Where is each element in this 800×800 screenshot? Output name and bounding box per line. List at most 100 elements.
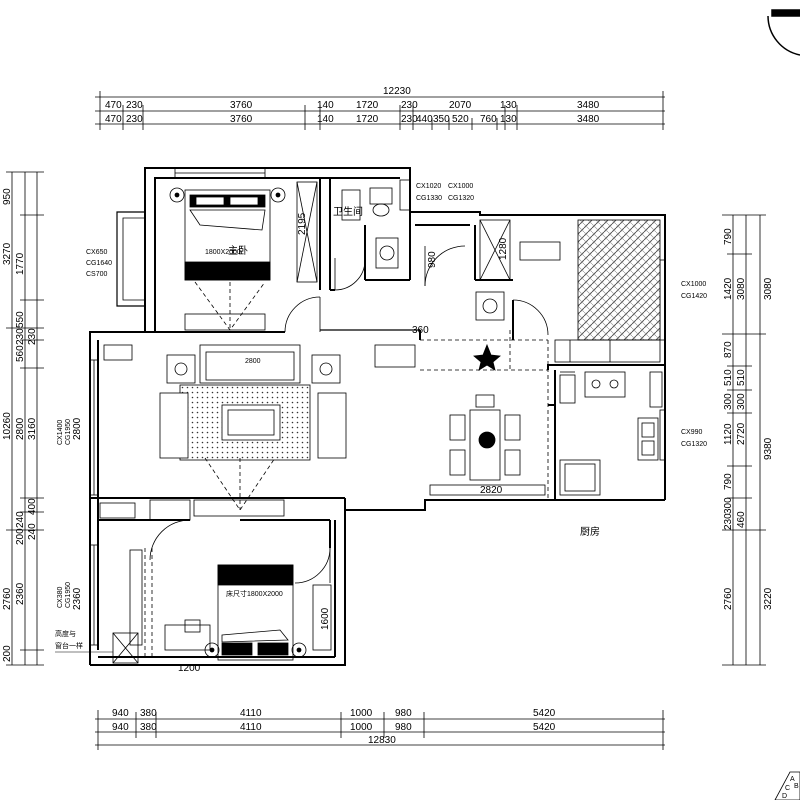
- top-row1-dims: 470 230 3760 140 1720 230 2070 130 3480: [105, 100, 600, 111]
- dim-label: 350: [433, 114, 450, 125]
- dim-label: 10260: [2, 412, 13, 440]
- top-total-dim: 12230: [383, 86, 411, 97]
- window-code: CX1000: [681, 281, 706, 288]
- dim-label: 510: [736, 369, 747, 386]
- walls: [89, 167, 666, 666]
- dim-label: 400: [27, 498, 38, 515]
- left-inner-dims: 1770 550 230 560 2800 240 200 2360: [15, 252, 26, 605]
- circulation-lines: [144, 281, 549, 657]
- dim-label: 3270: [2, 242, 13, 265]
- dim-label: 980: [395, 708, 412, 719]
- dim-label: 3160: [27, 417, 38, 440]
- height-note-line2: 窗台一样: [55, 641, 83, 650]
- dim-label: 470: [105, 114, 122, 125]
- window-code: CG1330: [416, 195, 442, 202]
- dim-label: 140: [317, 100, 334, 111]
- room-label-bedroom1: 主卧: [228, 244, 248, 257]
- bathroom-fixtures: [341, 187, 511, 321]
- dim-label: 130: [500, 114, 517, 125]
- dim-label: 380: [140, 708, 157, 719]
- stamp-letter: C: [785, 785, 790, 792]
- window-code: CG1420: [681, 293, 707, 300]
- dim-label: 1770: [15, 252, 26, 275]
- left-dimension-lines: [6, 171, 44, 666]
- living-furniture: [99, 344, 347, 521]
- kitchen-fixtures: [559, 371, 663, 496]
- bottom-row1-dims: 940 380 4110 1000 980 5420: [112, 708, 556, 719]
- dim-label: 3080: [763, 277, 774, 300]
- dim-label: 790: [723, 473, 734, 490]
- dim-label: 940: [112, 722, 129, 733]
- window-code: CX1400: [57, 420, 64, 445]
- ne-room-furniture: [374, 241, 661, 368]
- window-code: CX1020: [416, 183, 441, 190]
- dim-label: 940: [112, 708, 129, 719]
- dim-label: 870: [723, 341, 734, 358]
- corner-stamp: A B C D: [774, 771, 800, 800]
- master-bed-caption: 1800X2000: [205, 249, 241, 256]
- dim-label: 380: [140, 722, 157, 733]
- dim-label: 2070: [449, 100, 472, 111]
- dim-label: 980: [427, 251, 438, 268]
- dim-label: 1000: [350, 722, 373, 733]
- second-bed-caption: 床尺寸1800X2000: [226, 589, 283, 598]
- dim-label: 470: [105, 100, 122, 111]
- dim-label: 790: [723, 228, 734, 245]
- dim-label: 5420: [533, 708, 556, 719]
- window-code: CG1320: [681, 441, 707, 448]
- dim-label: 3480: [577, 100, 600, 111]
- stamp-letter: B: [794, 783, 799, 790]
- dim-label: 240: [15, 511, 26, 528]
- dim-label: 550: [15, 311, 26, 328]
- dim-label: 230: [126, 100, 143, 111]
- window-code: CS700: [86, 271, 108, 278]
- doors: [149, 245, 549, 584]
- dim-label: 4110: [240, 708, 262, 719]
- bottom-row2-dims: 940 380 4110 1000 980 5420: [112, 722, 556, 733]
- left-outer-dims: 950 3270 10260 2760 200: [2, 188, 13, 662]
- second-bed: [112, 549, 332, 664]
- sofa-caption: 2800: [245, 358, 261, 365]
- dim-label: 1720: [356, 114, 379, 125]
- dim-label: 2195: [297, 212, 308, 235]
- window-code: CX1000: [448, 183, 473, 190]
- ne-room-rug: [577, 219, 661, 341]
- right-dimension-lines: [722, 214, 766, 666]
- dim-label: 2800: [15, 417, 26, 440]
- dim-label: 440: [416, 114, 433, 125]
- window-codes: CX1020 CG1330 CX1000 CG1320 CX650 CG1640…: [57, 183, 707, 608]
- dim-label: 140: [317, 114, 334, 125]
- dim-label: 3760: [230, 100, 253, 111]
- stamp-letter: A: [790, 776, 795, 783]
- height-note-line1: 高度与: [55, 629, 76, 638]
- interior-dims: 360 2195 980 1280 2820 1600 1200 2800 23…: [72, 212, 509, 674]
- bottom-total-dim: 12830: [368, 735, 396, 746]
- dim-label: 2820: [480, 485, 503, 496]
- dim-label: 230: [126, 114, 143, 125]
- master-bed: [169, 181, 318, 331]
- dim-label: 1720: [356, 100, 379, 111]
- stamp-letter: D: [782, 793, 787, 800]
- dim-label: 200: [2, 645, 13, 662]
- dim-label: 1200: [178, 663, 201, 674]
- window-code: CG1950: [65, 582, 72, 608]
- dining-table: [429, 343, 546, 496]
- dim-label: 1120: [723, 423, 734, 445]
- window-code: CG1320: [448, 195, 474, 202]
- dim-label: 1420: [723, 277, 734, 300]
- dim-label: 230: [401, 100, 418, 111]
- right-inner2-dims: 3080 510 300 2720 460: [736, 277, 747, 528]
- dim-label: 240: [27, 523, 38, 540]
- dim-label: 230: [723, 513, 734, 530]
- top-row2-dims: 470 230 3760 140 1720 230 440 350 520 76…: [105, 114, 600, 125]
- room-label-bathroom: 卫生间: [333, 205, 363, 218]
- dim-label: 130: [500, 100, 517, 111]
- dim-label: 460: [736, 511, 747, 528]
- dim-label: 3080: [736, 277, 747, 300]
- dim-label: 950: [2, 188, 13, 205]
- dim-label: 760: [480, 114, 497, 125]
- window-code: CX380: [57, 586, 64, 608]
- dim-label: 360: [412, 325, 429, 336]
- dim-label: 2760: [723, 587, 734, 610]
